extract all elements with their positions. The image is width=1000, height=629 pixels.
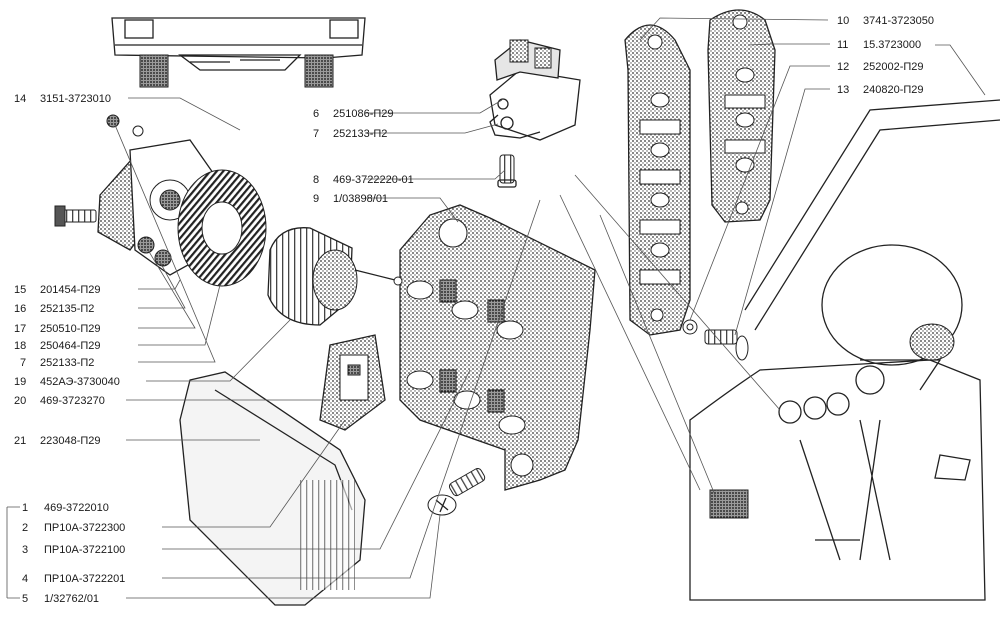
callout-labels: 1 469-3722010 2 ПР10А-3722300 3 ПР10А-37… <box>14 15 934 605</box>
callout-part: 469-3722220-01 <box>333 174 414 186</box>
callout-part: ПР10А-3722300 <box>44 522 125 534</box>
callout-number: 8 <box>313 174 319 186</box>
callout-part: 240820-П29 <box>863 84 924 96</box>
fuse-sockets <box>406 279 526 435</box>
callout-part: 1/32762/01 <box>44 593 99 605</box>
screw-8-illustration <box>497 154 517 188</box>
terminal-strip-10-illustration <box>624 24 691 336</box>
callout-number: 7 <box>313 128 319 140</box>
horn-illustration <box>177 169 267 287</box>
callout-number: 6 <box>313 108 319 120</box>
callout-number: 5 <box>22 593 28 605</box>
callout-number: 14 <box>14 93 26 105</box>
callout-number: 2 <box>22 522 28 534</box>
callout-part: 469-3722010 <box>44 502 109 514</box>
callout-part: 1/03898/01 <box>333 193 388 205</box>
callout-part: ПР10А-3722201 <box>44 573 125 585</box>
callout-number: 12 <box>837 61 849 73</box>
nuts-16-17-illustration <box>137 236 172 267</box>
beeper-19-illustration <box>267 227 403 326</box>
bolt-13-illustration <box>682 319 749 361</box>
callout-part: 252135-П2 <box>40 303 94 315</box>
screw-5-illustration <box>427 467 486 516</box>
callout-number: 3 <box>22 544 28 556</box>
vehicle-front-illustration <box>111 17 366 88</box>
callout-number: 9 <box>313 193 319 205</box>
callout-number: 20 <box>14 395 26 407</box>
callout-number: 21 <box>14 435 26 447</box>
callout-part: 252002-П29 <box>863 61 924 73</box>
callout-number: 13 <box>837 84 849 96</box>
callout-part: 223048-П29 <box>40 435 101 447</box>
bolt-15-illustration <box>54 205 97 227</box>
callout-part: 469-3723270 <box>40 395 105 407</box>
callout-number: 4 <box>22 573 28 585</box>
callout-part: 3741-3723050 <box>863 15 934 27</box>
callout-part: ПР10А-3722100 <box>44 544 125 556</box>
callout-number: 16 <box>14 303 26 315</box>
callout-number: 18 <box>14 340 26 352</box>
callout-part: 251086-П29 <box>333 108 394 120</box>
callout-part: 15.3723000 <box>863 39 921 51</box>
callout-number: 10 <box>837 15 849 27</box>
callout-number: 19 <box>14 376 26 388</box>
callout-number: 17 <box>14 323 26 335</box>
leader-lines <box>6 17 986 599</box>
callout-part: 452АЭ-3730040 <box>40 376 120 388</box>
callout-part: 201454-П29 <box>40 284 101 296</box>
callout-number: 7 <box>20 357 26 369</box>
callout-part: 252133-П2 <box>40 357 94 369</box>
callout-part: 250510-П29 <box>40 323 101 335</box>
cabin-interior-illustration <box>689 99 1000 601</box>
connector-block-20-illustration <box>319 334 386 431</box>
callout-part: 3151-3723010 <box>40 93 111 105</box>
callout-number: 1 <box>22 502 28 514</box>
callout-number: 11 <box>837 39 848 51</box>
callout-number: 15 <box>14 284 26 296</box>
callout-part: 252133-П2 <box>333 128 387 140</box>
fuse-block-illustration <box>399 204 596 491</box>
callout-part: 250464-П29 <box>40 340 101 352</box>
fuse-cover-21-illustration <box>179 371 366 606</box>
relay-module-illustration <box>489 39 581 141</box>
